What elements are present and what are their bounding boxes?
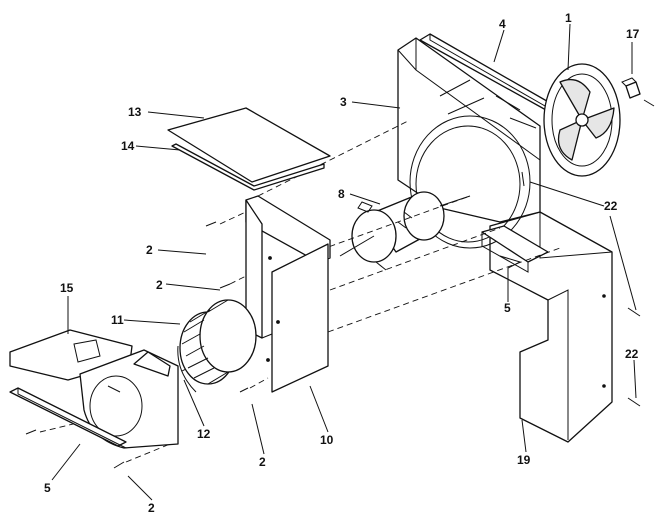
screw-2-upper — [205, 221, 217, 227]
part-5-base-rail — [9, 387, 127, 449]
callout-2-middle: 2 — [156, 278, 163, 292]
part-19-side-housing — [489, 211, 613, 443]
part-1-fan-blade — [543, 63, 621, 177]
screw-right-top — [643, 99, 655, 107]
screw-left-end — [25, 429, 37, 435]
callout-3: 3 — [340, 95, 347, 109]
callout-14: 14 — [121, 139, 135, 153]
callout-2-lower: 2 — [148, 501, 155, 515]
part-13-insulation — [167, 107, 331, 183]
part-10-mounting-plate — [245, 195, 331, 393]
callout-17: 17 — [626, 27, 640, 41]
screw-right-22b — [627, 397, 641, 407]
callout-13: 13 — [128, 105, 142, 119]
callout-19: 19 — [517, 453, 531, 467]
callout-10: 10 — [320, 433, 334, 447]
callout-5-lower: 5 — [44, 481, 51, 495]
callout-2-side: 2 — [259, 455, 266, 469]
part-8-fan-motor — [339, 191, 471, 271]
leader-lines — [51, 23, 637, 501]
part-14-insulation — [171, 143, 325, 191]
callout-22-lower: 22 — [625, 347, 639, 361]
screw-2-lower — [113, 461, 125, 469]
part-17-clip — [621, 77, 641, 99]
screw-2-side — [239, 387, 249, 393]
part-12-clamp — [177, 345, 197, 393]
callout-15: 15 — [60, 281, 74, 295]
callouts: 1 17 4 3 13 14 8 22 2 2 15 11 5 22 12 10… — [44, 11, 640, 515]
screw-right-22a — [627, 307, 641, 317]
callout-22-upper: 22 — [604, 199, 618, 213]
callout-2-upper: 2 — [146, 243, 153, 257]
callout-4: 4 — [499, 17, 506, 31]
screw-part-22-top — [521, 171, 525, 187]
part-15-blower-housing — [9, 329, 179, 449]
callout-11: 11 — [111, 313, 124, 327]
part-11-blower-wheel — [179, 299, 257, 385]
screw-2-middle — [219, 283, 231, 289]
callout-8: 8 — [338, 187, 345, 201]
callout-5-upper: 5 — [504, 301, 511, 315]
callout-1: 1 — [565, 11, 572, 25]
callout-12: 12 — [197, 427, 211, 441]
